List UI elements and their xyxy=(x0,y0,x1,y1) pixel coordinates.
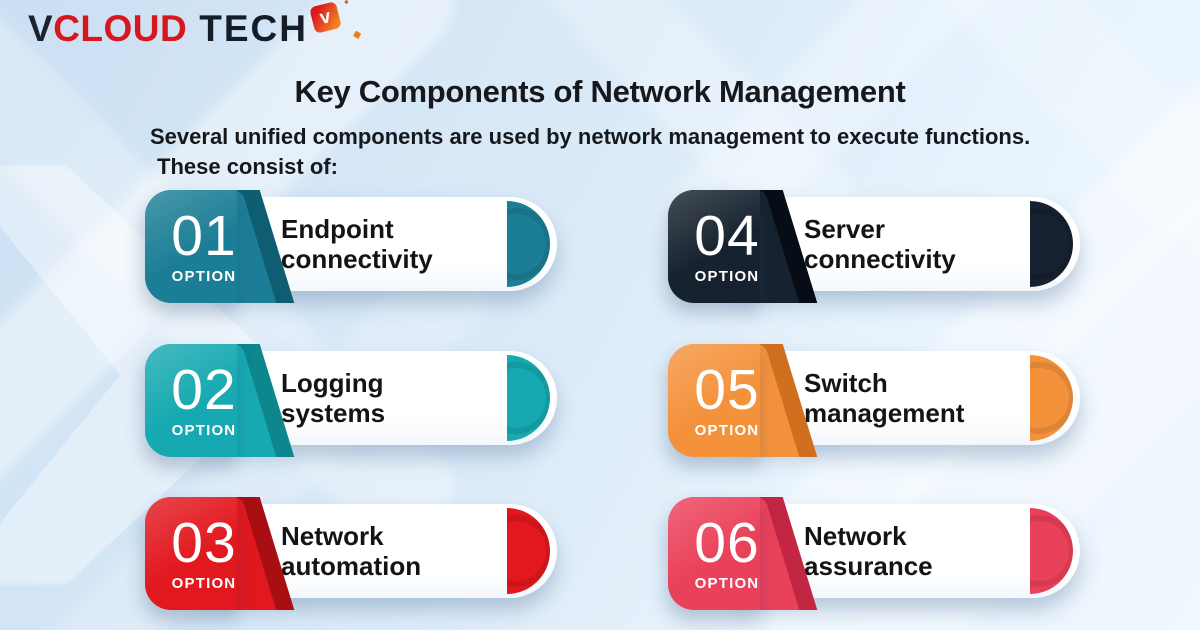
option-tag: OPTION xyxy=(171,268,237,285)
card-number-group: 02 OPTION xyxy=(145,344,263,457)
page-subtitle: Several unified components are used by n… xyxy=(150,122,1080,183)
card-number-block xyxy=(145,344,237,457)
card-number-group: 01 OPTION xyxy=(145,190,263,303)
option-number: 06 xyxy=(694,511,760,575)
card-number-group: 03 OPTION xyxy=(145,497,263,610)
option-tag: OPTION xyxy=(694,268,760,285)
option-card-03: Network automation 03 OPTION xyxy=(145,497,557,610)
card-label: Logging systems xyxy=(281,367,386,428)
card-number-group: 04 OPTION xyxy=(668,190,786,303)
card-number-block xyxy=(145,190,237,303)
option-tag: OPTION xyxy=(171,422,237,439)
logo-text-tech: TECH xyxy=(199,8,308,49)
option-number: 04 xyxy=(694,204,760,268)
card-number-block xyxy=(668,190,760,303)
option-number: 05 xyxy=(694,358,760,422)
subtitle-line1: Several unified components are used by n… xyxy=(150,124,1031,149)
logo-check-glyph: v xyxy=(317,6,334,29)
card-label: Server connectivity xyxy=(804,213,956,274)
option-number: 01 xyxy=(171,204,237,268)
subtitle-line2: These consist of: xyxy=(157,154,338,180)
option-tag: OPTION xyxy=(171,575,237,592)
option-number: 03 xyxy=(171,511,237,575)
option-card-06: Network assurance 06 OPTION xyxy=(668,497,1080,610)
option-tag: OPTION xyxy=(694,575,760,592)
logo-text-v: V xyxy=(28,8,54,49)
page-title: Key Components of Network Management xyxy=(294,74,906,109)
card-number-block xyxy=(145,497,237,610)
option-number: 02 xyxy=(171,358,237,422)
option-tag: OPTION xyxy=(694,422,760,439)
card-label: Switch management xyxy=(804,367,965,428)
card-label: Endpoint connectivity xyxy=(281,213,433,274)
card-number-group: 06 OPTION xyxy=(668,497,786,610)
card-label: Network automation xyxy=(281,520,422,581)
option-card-01: Endpoint connectivity 01 OPTION xyxy=(145,190,557,303)
option-card-04: Server connectivity 04 OPTION xyxy=(668,190,1080,303)
card-label: Network assurance xyxy=(804,520,933,581)
card-number-block xyxy=(668,344,760,457)
option-card-05: Switch management 05 OPTION xyxy=(668,344,1080,457)
card-number-group: 05 OPTION xyxy=(668,344,786,457)
logo-text-cloud: CLOUD xyxy=(53,8,188,49)
option-card-02: Logging systems 02 OPTION xyxy=(145,344,557,457)
card-number-block xyxy=(668,497,760,610)
